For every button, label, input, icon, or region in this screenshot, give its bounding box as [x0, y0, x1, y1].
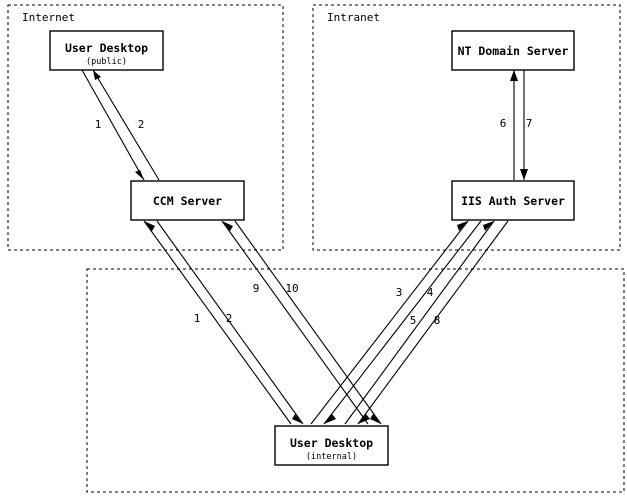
arrowhead-step-9 [222, 221, 233, 231]
arrowhead-step-10 [370, 414, 381, 424]
node-user-desktop-internal-title: User Desktop [290, 436, 373, 450]
zone-internal-boundary [86, 268, 625, 493]
arrowhead-step-2-internal [292, 414, 303, 424]
flow-line-step-5 [344, 220, 495, 425]
step-label-10: 10 [285, 282, 298, 295]
node-user-desktop-public-box[interactable] [49, 30, 164, 71]
flow-iis-nt-domain: 6 7 [500, 70, 533, 180]
step-label-7: 7 [526, 117, 533, 130]
step-label-9: 9 [253, 282, 260, 295]
arrowhead-step-4 [324, 414, 336, 424]
flow-line-step-3 [310, 220, 469, 425]
flow-public-desktop-ccm: 1 2 [81, 69, 160, 181]
arrowhead-step-6 [510, 70, 518, 81]
step-label-8: 8 [434, 314, 441, 327]
flow-line-step-1-public [81, 69, 145, 181]
zone-intranet-label: Intranet [327, 11, 380, 24]
flow-line-step-2-public [92, 69, 160, 181]
step-label-4: 4 [427, 286, 434, 299]
arrowhead-step-8 [358, 414, 370, 424]
zone-internet-boundary [7, 4, 284, 251]
arrowhead-step-2-public [93, 70, 101, 80]
flow-line-step-2-internal [156, 220, 304, 425]
node-nt-domain-server-title: NT Domain Server [458, 44, 569, 58]
node-iis-auth-server-box[interactable] [451, 180, 575, 221]
arrowhead-step-3 [457, 221, 468, 231]
arrowhead-step-7 [520, 169, 528, 180]
flow-line-step-9 [221, 220, 369, 425]
flow-internal-desktop-ccm-leftpair: 1 2 [143, 220, 304, 425]
arrowhead-step-1-public [135, 170, 144, 180]
flow-line-step-10 [234, 220, 382, 425]
node-ccm-server-box[interactable] [130, 180, 245, 221]
flow-line-step-4 [323, 220, 482, 425]
flow-line-step-8 [357, 220, 509, 425]
step-label-2-public: 2 [138, 118, 145, 131]
flow-internal-desktop-ccm-rightpair: 9 10 [221, 220, 382, 425]
step-label-2-internal: 2 [226, 312, 233, 325]
node-iis-auth-server[interactable]: IIS Auth Server [451, 180, 575, 221]
step-label-5: 5 [410, 314, 417, 327]
node-user-desktop-public[interactable]: User Desktop (public) [49, 30, 164, 71]
zone-internet-label: Internet [22, 11, 75, 24]
node-user-desktop-internal-subtitle: (internal) [306, 452, 357, 462]
node-iis-auth-server-title: IIS Auth Server [461, 194, 565, 208]
step-label-1-internal: 1 [194, 312, 201, 325]
node-user-desktop-internal[interactable]: User Desktop (internal) [274, 425, 389, 466]
step-label-3: 3 [396, 286, 403, 299]
arrowhead-step-1-internal [144, 221, 155, 231]
node-user-desktop-public-title: User Desktop [65, 41, 148, 55]
node-ccm-server[interactable]: CCM Server [130, 180, 245, 221]
step-label-6: 6 [500, 117, 507, 130]
arrowhead-step-5 [483, 221, 494, 231]
flow-line-step-1-internal [143, 220, 292, 425]
node-ccm-server-title: CCM Server [153, 194, 222, 208]
node-nt-domain-server[interactable]: NT Domain Server [451, 30, 575, 71]
step-label-1-public: 1 [95, 118, 102, 131]
flow-internal-desktop-iis-pair-58: 5 8 [344, 220, 509, 425]
node-user-desktop-internal-box[interactable] [274, 425, 389, 466]
flow-internal-desktop-iis-pair-34: 3 4 [310, 220, 482, 425]
node-user-desktop-public-subtitle: (public) [86, 57, 127, 67]
node-nt-domain-server-box[interactable] [451, 30, 575, 71]
